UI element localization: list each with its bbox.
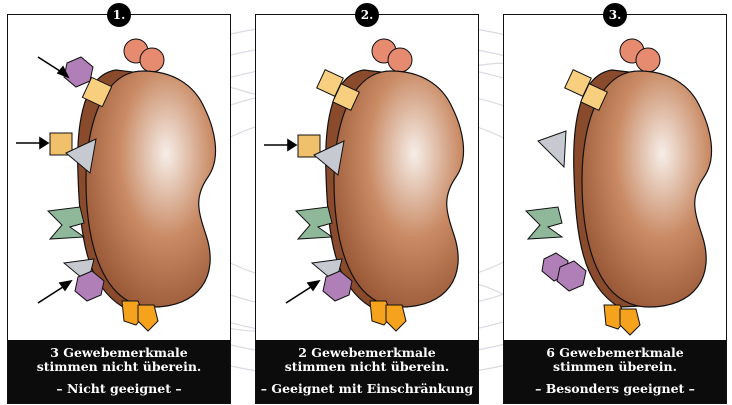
kidney-illustration-2 — [256, 15, 479, 341]
panel-1: 3 Gewebemerkmale stimmen nicht überein. … — [7, 14, 231, 404]
red-circle — [140, 48, 164, 72]
caption-line-1: 2 Gewebemerkmale — [256, 346, 478, 360]
kidney-illustration-1 — [8, 15, 231, 341]
gray-triangle — [538, 131, 566, 167]
red-circle — [636, 48, 660, 72]
caption: 2 Gewebemerkmale stimmen nicht überein. … — [256, 340, 478, 403]
orange-shape — [620, 309, 640, 335]
panel-number-badge: 3. — [603, 3, 627, 27]
red-circle — [388, 48, 412, 72]
purple-hexagon — [64, 57, 93, 87]
panel-2: 2 Gewebemerkmale stimmen nicht überein. … — [255, 14, 479, 404]
verdict: – Nicht geeignet – — [8, 382, 230, 396]
kidney — [582, 71, 712, 307]
panel-number-badge: 2. — [355, 3, 379, 27]
panel-3: 6 Gewebemerkmale stimmen überein. – Beso… — [503, 14, 727, 404]
caption: 3 Gewebemerkmale stimmen nicht überein. … — [8, 340, 230, 403]
arrow — [38, 281, 71, 303]
kidney — [334, 71, 464, 307]
orange-shape — [386, 305, 406, 331]
arrow — [286, 281, 319, 303]
caption-line-1: 6 Gewebemerkmale — [504, 346, 726, 360]
kidney-illustration-3 — [504, 15, 727, 341]
green-shape — [48, 207, 84, 239]
caption-line-2: stimmen nicht überein. — [8, 360, 230, 374]
caption-line-2: stimmen überein. — [504, 360, 726, 374]
arrow — [16, 138, 48, 148]
orange-shape — [138, 305, 158, 331]
verdict: – Geeignet mit Einschränkung – — [256, 382, 478, 404]
caption-line-1: 3 Gewebemerkmale — [8, 346, 230, 360]
kidney — [86, 71, 216, 307]
caption-line-2: stimmen nicht überein. — [256, 360, 478, 374]
panel-number-badge: 1. — [107, 3, 131, 27]
green-shape — [296, 207, 332, 239]
arrow — [264, 140, 296, 150]
arrow — [38, 57, 68, 77]
green-shape — [526, 207, 562, 239]
caption: 6 Gewebemerkmale stimmen überein. – Beso… — [504, 340, 726, 403]
verdict: – Besonders geeignet – — [504, 382, 726, 396]
